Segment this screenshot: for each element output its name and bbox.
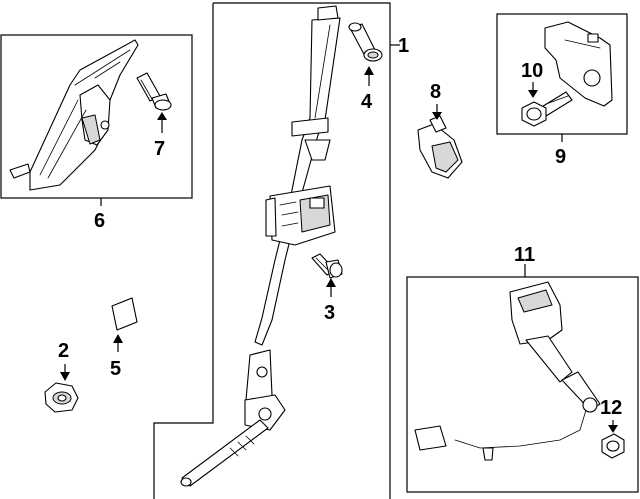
callout-1: 1 bbox=[398, 35, 409, 57]
part-6-cover bbox=[9, 39, 139, 191]
arrow-4 bbox=[364, 66, 374, 75]
callout-8: 8 bbox=[430, 81, 441, 103]
arrow-2 bbox=[60, 372, 70, 381]
callout-9: 9 bbox=[555, 146, 566, 168]
callout-3: 3 bbox=[324, 302, 335, 324]
arrow-8 bbox=[432, 112, 442, 120]
part-8-guide bbox=[417, 115, 463, 179]
group-6-box: 7 6 bbox=[0, 34, 193, 232]
group-11-frame bbox=[406, 276, 639, 493]
callout-12: 12 bbox=[600, 397, 622, 419]
arrow-7 bbox=[157, 112, 167, 120]
part-9-bracket bbox=[544, 21, 613, 107]
part-7-bolt bbox=[136, 72, 172, 111]
part-12-bolt bbox=[601, 433, 625, 459]
group-9-box: 10 9 bbox=[496, 13, 628, 168]
part-10-bolt bbox=[521, 91, 573, 127]
callout-5: 5 bbox=[110, 358, 121, 380]
callout-11: 11 bbox=[514, 244, 535, 266]
arrow-10 bbox=[528, 90, 538, 98]
group-1-box: 4 3 1 bbox=[153, 2, 409, 499]
part-4-bolt bbox=[348, 22, 383, 62]
group-11-box: 11 12 bbox=[406, 244, 639, 493]
arrow-12 bbox=[608, 425, 618, 433]
part-11-buckle bbox=[414, 281, 601, 461]
group-6-frame bbox=[0, 34, 193, 199]
callout-4: 4 bbox=[361, 91, 373, 113]
callout-7: 7 bbox=[154, 138, 165, 160]
arrow-3 bbox=[326, 278, 336, 287]
part-1-seat-belt bbox=[180, 5, 341, 487]
part-3-bolt bbox=[311, 253, 343, 279]
callout-6: 6 bbox=[94, 210, 105, 232]
part-2-nut bbox=[44, 382, 79, 413]
callout-10: 10 bbox=[521, 60, 543, 82]
arrow-5 bbox=[113, 334, 123, 343]
group-1-frame bbox=[153, 2, 391, 499]
callout-2: 2 bbox=[58, 340, 69, 362]
part-5-label bbox=[111, 297, 138, 331]
